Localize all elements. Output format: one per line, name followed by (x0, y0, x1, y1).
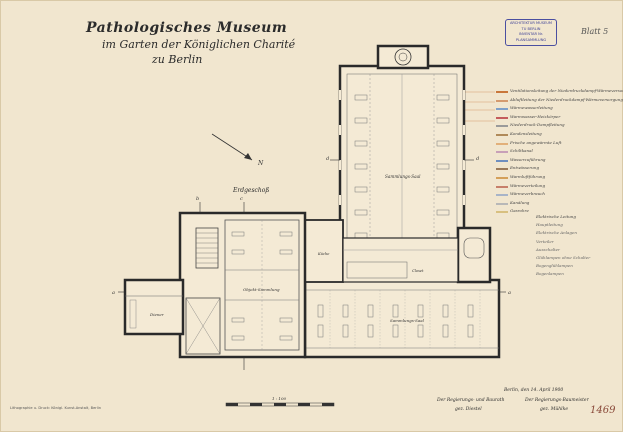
room-label-diener: Diener (149, 312, 165, 317)
axis-letter-d-right: d (476, 156, 479, 162)
legend-row: Abluftleitung der Niederdruckdampf-Wärme… (496, 97, 623, 106)
axis-letter-d-left: d (326, 156, 329, 162)
legend-label: Wasserzuführung (510, 156, 546, 162)
stamp-line: ARCHITEKTUR MUSEUM (509, 21, 553, 25)
legend-row: Entwässerung (496, 165, 616, 174)
legend-services: Ventilationsleitung der Niederdruckdampf… (496, 88, 623, 217)
legend-label: Frische angewärmte Luft (510, 139, 562, 145)
axis-letter-a-right: a (508, 290, 511, 296)
section-lines (118, 159, 506, 370)
legend-swatch (496, 211, 508, 214)
scale-bar (225, 402, 335, 407)
floor-label: Erdgeschoß (233, 187, 270, 194)
legend-electric-item: Hauptleitung (536, 222, 563, 228)
legend-swatch (496, 194, 508, 197)
axis-letter-c: c (240, 196, 243, 202)
legend-swatch (496, 159, 508, 162)
legend-row: Wasserzuführung (496, 157, 616, 166)
north-arrow-icon: N (211, 133, 264, 167)
room-label-sammlungssaal-east: Sammlungs-Saal (390, 318, 425, 323)
legend-swatch (496, 202, 508, 205)
legend-label: Wärmeverteilung (510, 182, 546, 188)
sheet-number: Blatt 5 (581, 27, 609, 36)
legend-label: Abluftleitung der Niederdruckdampf-Wärme… (510, 96, 623, 102)
legend-electric-item: Ausschalter (536, 246, 560, 252)
legend-label: Ventilationsleitung der Niederdruckdampf… (510, 88, 623, 93)
legend-swatch (496, 168, 508, 171)
legend-swatch (496, 108, 508, 111)
legend-swatch (496, 116, 508, 119)
axis-letter-b: b (196, 196, 199, 202)
legend-row: Gasrohre (496, 208, 616, 217)
legend-electric-item: Bogenlampen (536, 271, 564, 277)
room-label-sammlungssaal-north: Sammlungs-Saal (385, 174, 421, 179)
north-arrow-label: N (257, 160, 264, 167)
legend-swatch (496, 151, 508, 154)
legend-row: Frische angewärmte Luft (496, 140, 616, 149)
legend-swatch (496, 142, 508, 145)
legend-row: Niederdruck-Dampfleitung (496, 122, 616, 131)
signature-left: Der Regierungs- und Baurath (437, 398, 505, 403)
inventory-number: 1469 (590, 405, 616, 416)
room-label-objekt-sammlung: Objekt-Sammlung (243, 287, 280, 292)
room-label-closet: Closet (412, 269, 424, 273)
west-block: Objekt-Sammlung (178, 211, 307, 359)
legend-row: Kondensleitung (496, 131, 616, 140)
legend-swatch (496, 176, 508, 179)
legend-label: Warmluftführung (510, 173, 546, 179)
signature-right: Der Regierungs-Baumeister (525, 398, 589, 403)
legend-swatch (496, 99, 508, 102)
date-line: Berlin, den 14. April 1900 (504, 388, 564, 393)
stamp-line: PLANSAMMLUNG (515, 37, 547, 42)
legend-label: Entwässerung (510, 165, 540, 171)
legend-label: Wärmeverbrauch (510, 191, 546, 197)
legend-electric-item: Bogenglühlampen (536, 263, 573, 269)
printer-note: Lithographie u. Druck: Königl. Kunst-Ans… (10, 406, 102, 410)
title-line-1: Pathologisches Museum (86, 20, 288, 36)
signature-left-name: gez. Diestel (455, 407, 482, 412)
legend-swatch (496, 125, 508, 128)
east-wing: Sammlungs-Saal (303, 226, 501, 359)
scale-label: 1 : 100 (272, 396, 287, 401)
legend-row: Wärmewasserleitung (496, 105, 616, 114)
legend-label: Wärmewasserleitung (510, 105, 553, 111)
legend-label: Niederdruck-Dampfleitung (510, 122, 565, 128)
legend-swatch (496, 133, 508, 136)
legend-electric-item: Glühlampen ohne Schalter (536, 254, 591, 260)
legend-swatch (496, 91, 508, 93)
middle-block: Küche Closet (304, 219, 459, 283)
legend-row: Wärmeverteilung (496, 183, 616, 192)
legend-row: Wärmeverbrauch (496, 191, 616, 200)
legend-row: Ventilationsleitung der Niederdruckdampf… (496, 88, 623, 97)
room-label-kueche: Küche (317, 252, 329, 256)
legend-swatch (496, 185, 508, 188)
legend-label: Kanälung (510, 199, 530, 205)
legend-electric-item: Elektrische Anlagen (536, 230, 577, 236)
title-line-2: im Garten der Königlichen Charité (102, 38, 296, 51)
legend-row: Schiltkanal (496, 148, 616, 157)
legend-label: Gasrohre (510, 208, 529, 214)
west-annex: Diener (123, 278, 185, 336)
legend-row: Warmluftführung (496, 174, 616, 183)
signature-right-name: gez. Mühlke (540, 407, 569, 412)
legend-electric-item: Verteiler (536, 238, 554, 244)
title-line-3: zu Berlin (152, 53, 203, 66)
museum-stamp: ARCHITEKTUR MUSEUM TU BERLIN INVENTAR Nr… (505, 19, 557, 46)
legend-row: Kanälung (496, 200, 616, 209)
axis-letter-a-left: a (112, 290, 115, 296)
north-wing: Sammlungs-Saal (338, 44, 466, 264)
legend-row: Warmwasser-Heizkörper (496, 114, 616, 123)
stamp-line: TU BERLIN (521, 26, 541, 31)
legend-label: Schiltkanal (510, 148, 533, 154)
legend-label: Warmwasser-Heizkörper (510, 113, 561, 119)
legend-electric-title: Elektrische Leitung (536, 214, 576, 219)
stamp-line: INVENTAR Nr. (518, 32, 544, 37)
legend-label: Kondensleitung (510, 130, 542, 136)
